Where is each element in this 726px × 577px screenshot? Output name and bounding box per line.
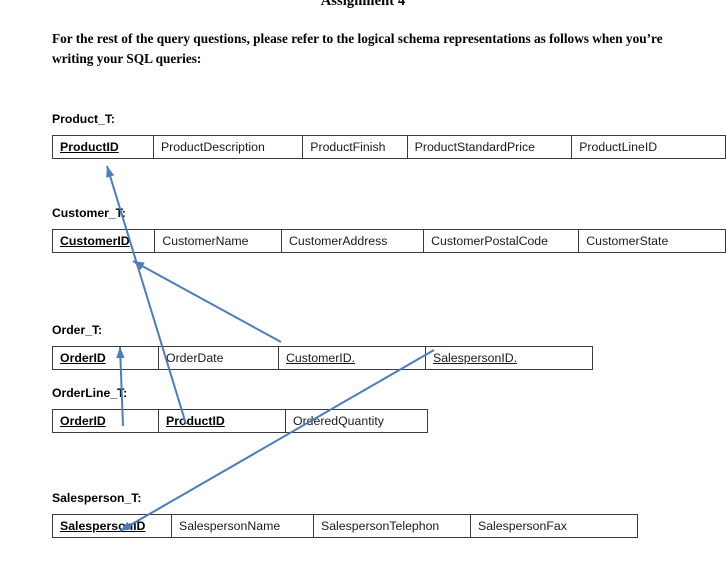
- arrow-head: [133, 261, 145, 270]
- attribute-cell-orderline-orderid: OrderID: [52, 409, 159, 433]
- intro-paragraph: For the rest of the query questions, ple…: [52, 31, 663, 66]
- attribute-label: ProductFinish: [310, 140, 386, 154]
- schema-label-orderline: OrderLine_T:: [52, 386, 128, 400]
- attribute-cell-product-productfinish: ProductFinish: [302, 135, 408, 159]
- schema-table-customer: CustomerID CustomerName CustomerAddress Cus…: [52, 229, 726, 253]
- schema-table-orderline: OrderID ProductID OrderedQuantity: [52, 409, 428, 433]
- attribute-cell-salesperson-salespersontelephon: SalespersonTelephon: [313, 514, 471, 538]
- attribute-label: OrderID: [60, 414, 106, 428]
- schema-table-salesperson: SalespersonID SalespersonName SalespersonT…: [52, 514, 638, 538]
- attribute-label: OrderID: [60, 351, 106, 365]
- table-row: ProductID ProductDescription ProductFinish…: [52, 135, 726, 159]
- schema-block-orderline: OrderLine_T: OrderID ProductID OrderedQuant…: [52, 386, 428, 433]
- schema-label-order: Order_T:: [52, 323, 103, 337]
- attribute-cell-customer-customerpostalcode: CustomerPostalCode: [423, 229, 580, 253]
- attribute-label: CustomerAddress: [289, 234, 388, 248]
- attribute-label: SalespersonID: [60, 519, 146, 533]
- attribute-label: OrderDate: [166, 351, 224, 365]
- attribute-label: CustomerID: [60, 234, 130, 248]
- attribute-cell-order-salespersonid: SalespersonID.: [425, 346, 593, 370]
- attribute-label: ProductStandardPrice: [414, 140, 535, 154]
- table-row: OrderID ProductID OrderedQuantity: [52, 409, 428, 433]
- attribute-cell-customer-customerstate: CustomerState: [578, 229, 726, 253]
- attribute-cell-order-orderdate: OrderDate: [158, 346, 279, 370]
- schema-block-salesperson: Salesperson_T: SalespersonID SalespersonNa…: [52, 491, 638, 538]
- schema-table-product: ProductID ProductDescription ProductFinish…: [52, 135, 726, 159]
- attribute-label: SalespersonFax: [478, 519, 567, 533]
- table-row: CustomerID CustomerName CustomerAddress Cus…: [52, 229, 726, 253]
- attribute-cell-product-productid: ProductID: [52, 135, 154, 159]
- attribute-label: SalespersonName: [179, 519, 281, 533]
- schema-label-salesperson: Salesperson_T:: [52, 491, 142, 505]
- attribute-label: CustomerPostalCode: [431, 234, 548, 248]
- schema-label-product: Product_T:: [52, 112, 115, 126]
- attribute-label: SalespersonID.: [433, 351, 518, 365]
- attribute-label: CustomerName: [162, 234, 249, 248]
- attribute-label: OrderedQuantity: [293, 414, 384, 428]
- attribute-cell-product-productlineid: ProductLineID: [571, 135, 726, 159]
- schema-block-order: Order_T: OrderID OrderDate CustomerID. Sales…: [52, 323, 593, 370]
- table-row: SalespersonID SalespersonName SalespersonT…: [52, 514, 638, 538]
- attribute-cell-salesperson-salespersonfax: SalespersonFax: [470, 514, 638, 538]
- attribute-label: SalespersonTelephon: [321, 519, 440, 533]
- attribute-cell-salesperson-salespersonid: SalespersonID: [52, 514, 172, 538]
- attribute-label: CustomerState: [586, 234, 669, 248]
- attribute-cell-product-productstandardprice: ProductStandardPrice: [406, 135, 573, 159]
- attribute-cell-customer-customerid: CustomerID: [52, 229, 156, 253]
- schema-table-order: OrderID OrderDate CustomerID. SalespersonID…: [52, 346, 593, 370]
- attribute-cell-salesperson-salespersonname: SalespersonName: [171, 514, 314, 538]
- arrow-head: [106, 166, 115, 178]
- attribute-label: ProductLineID: [579, 140, 658, 154]
- attribute-cell-order-customerid: CustomerID.: [278, 346, 426, 370]
- schema-label-customer: Customer_T:: [52, 206, 126, 220]
- attribute-cell-customer-customername: CustomerName: [154, 229, 283, 253]
- attribute-cell-orderline-orderedquantity: OrderedQuantity: [285, 409, 428, 433]
- attribute-cell-order-orderid: OrderID: [52, 346, 159, 370]
- table-row: OrderID OrderDate CustomerID. SalespersonID…: [52, 346, 593, 370]
- attribute-label: ProductDescription: [160, 140, 265, 154]
- attribute-label: ProductID: [60, 140, 119, 154]
- page-title: Assignment 4: [320, 0, 406, 9]
- attribute-cell-orderline-productid: ProductID: [158, 409, 286, 433]
- attribute-cell-product-productdescription: ProductDescription: [152, 135, 304, 159]
- attribute-label: ProductID: [166, 414, 225, 428]
- attribute-cell-customer-customeraddress: CustomerAddress: [281, 229, 425, 253]
- attribute-label: CustomerID.: [286, 351, 356, 365]
